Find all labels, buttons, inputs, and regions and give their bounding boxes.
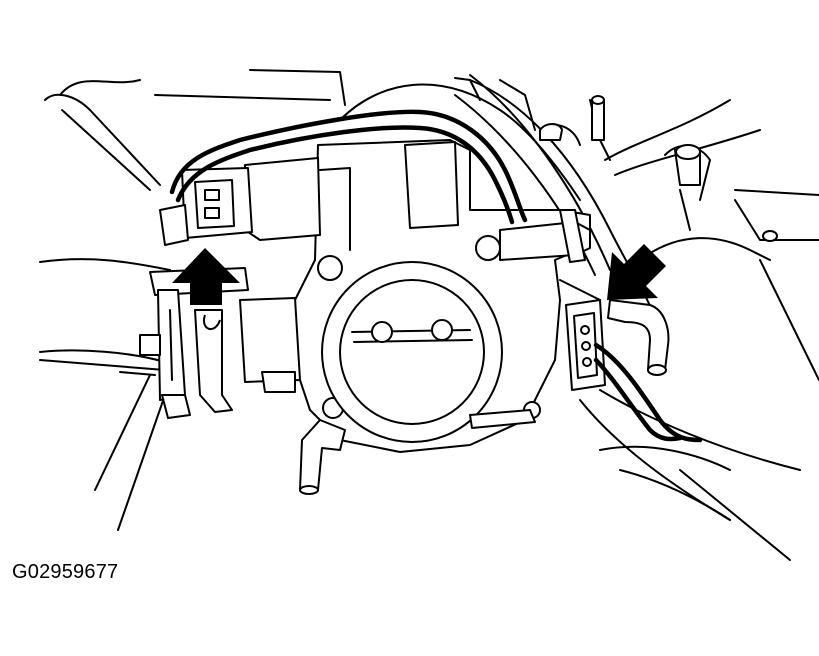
lower-elbow-fitting [299,409,536,495]
sensor-connector-left [159,167,253,246]
throttle-position-sensor [239,157,321,393]
up-arrow-icon [172,248,240,305]
figure-id-label: G02959677 [12,561,119,583]
down-left-arrow-icon [607,244,666,300]
wiring-harness [169,109,528,225]
sensor-connector-right [559,279,703,443]
bent-pipe [607,299,670,376]
callout-arrows [172,244,666,305]
vacuum-fittings [539,95,778,242]
throttle-body [289,139,591,453]
